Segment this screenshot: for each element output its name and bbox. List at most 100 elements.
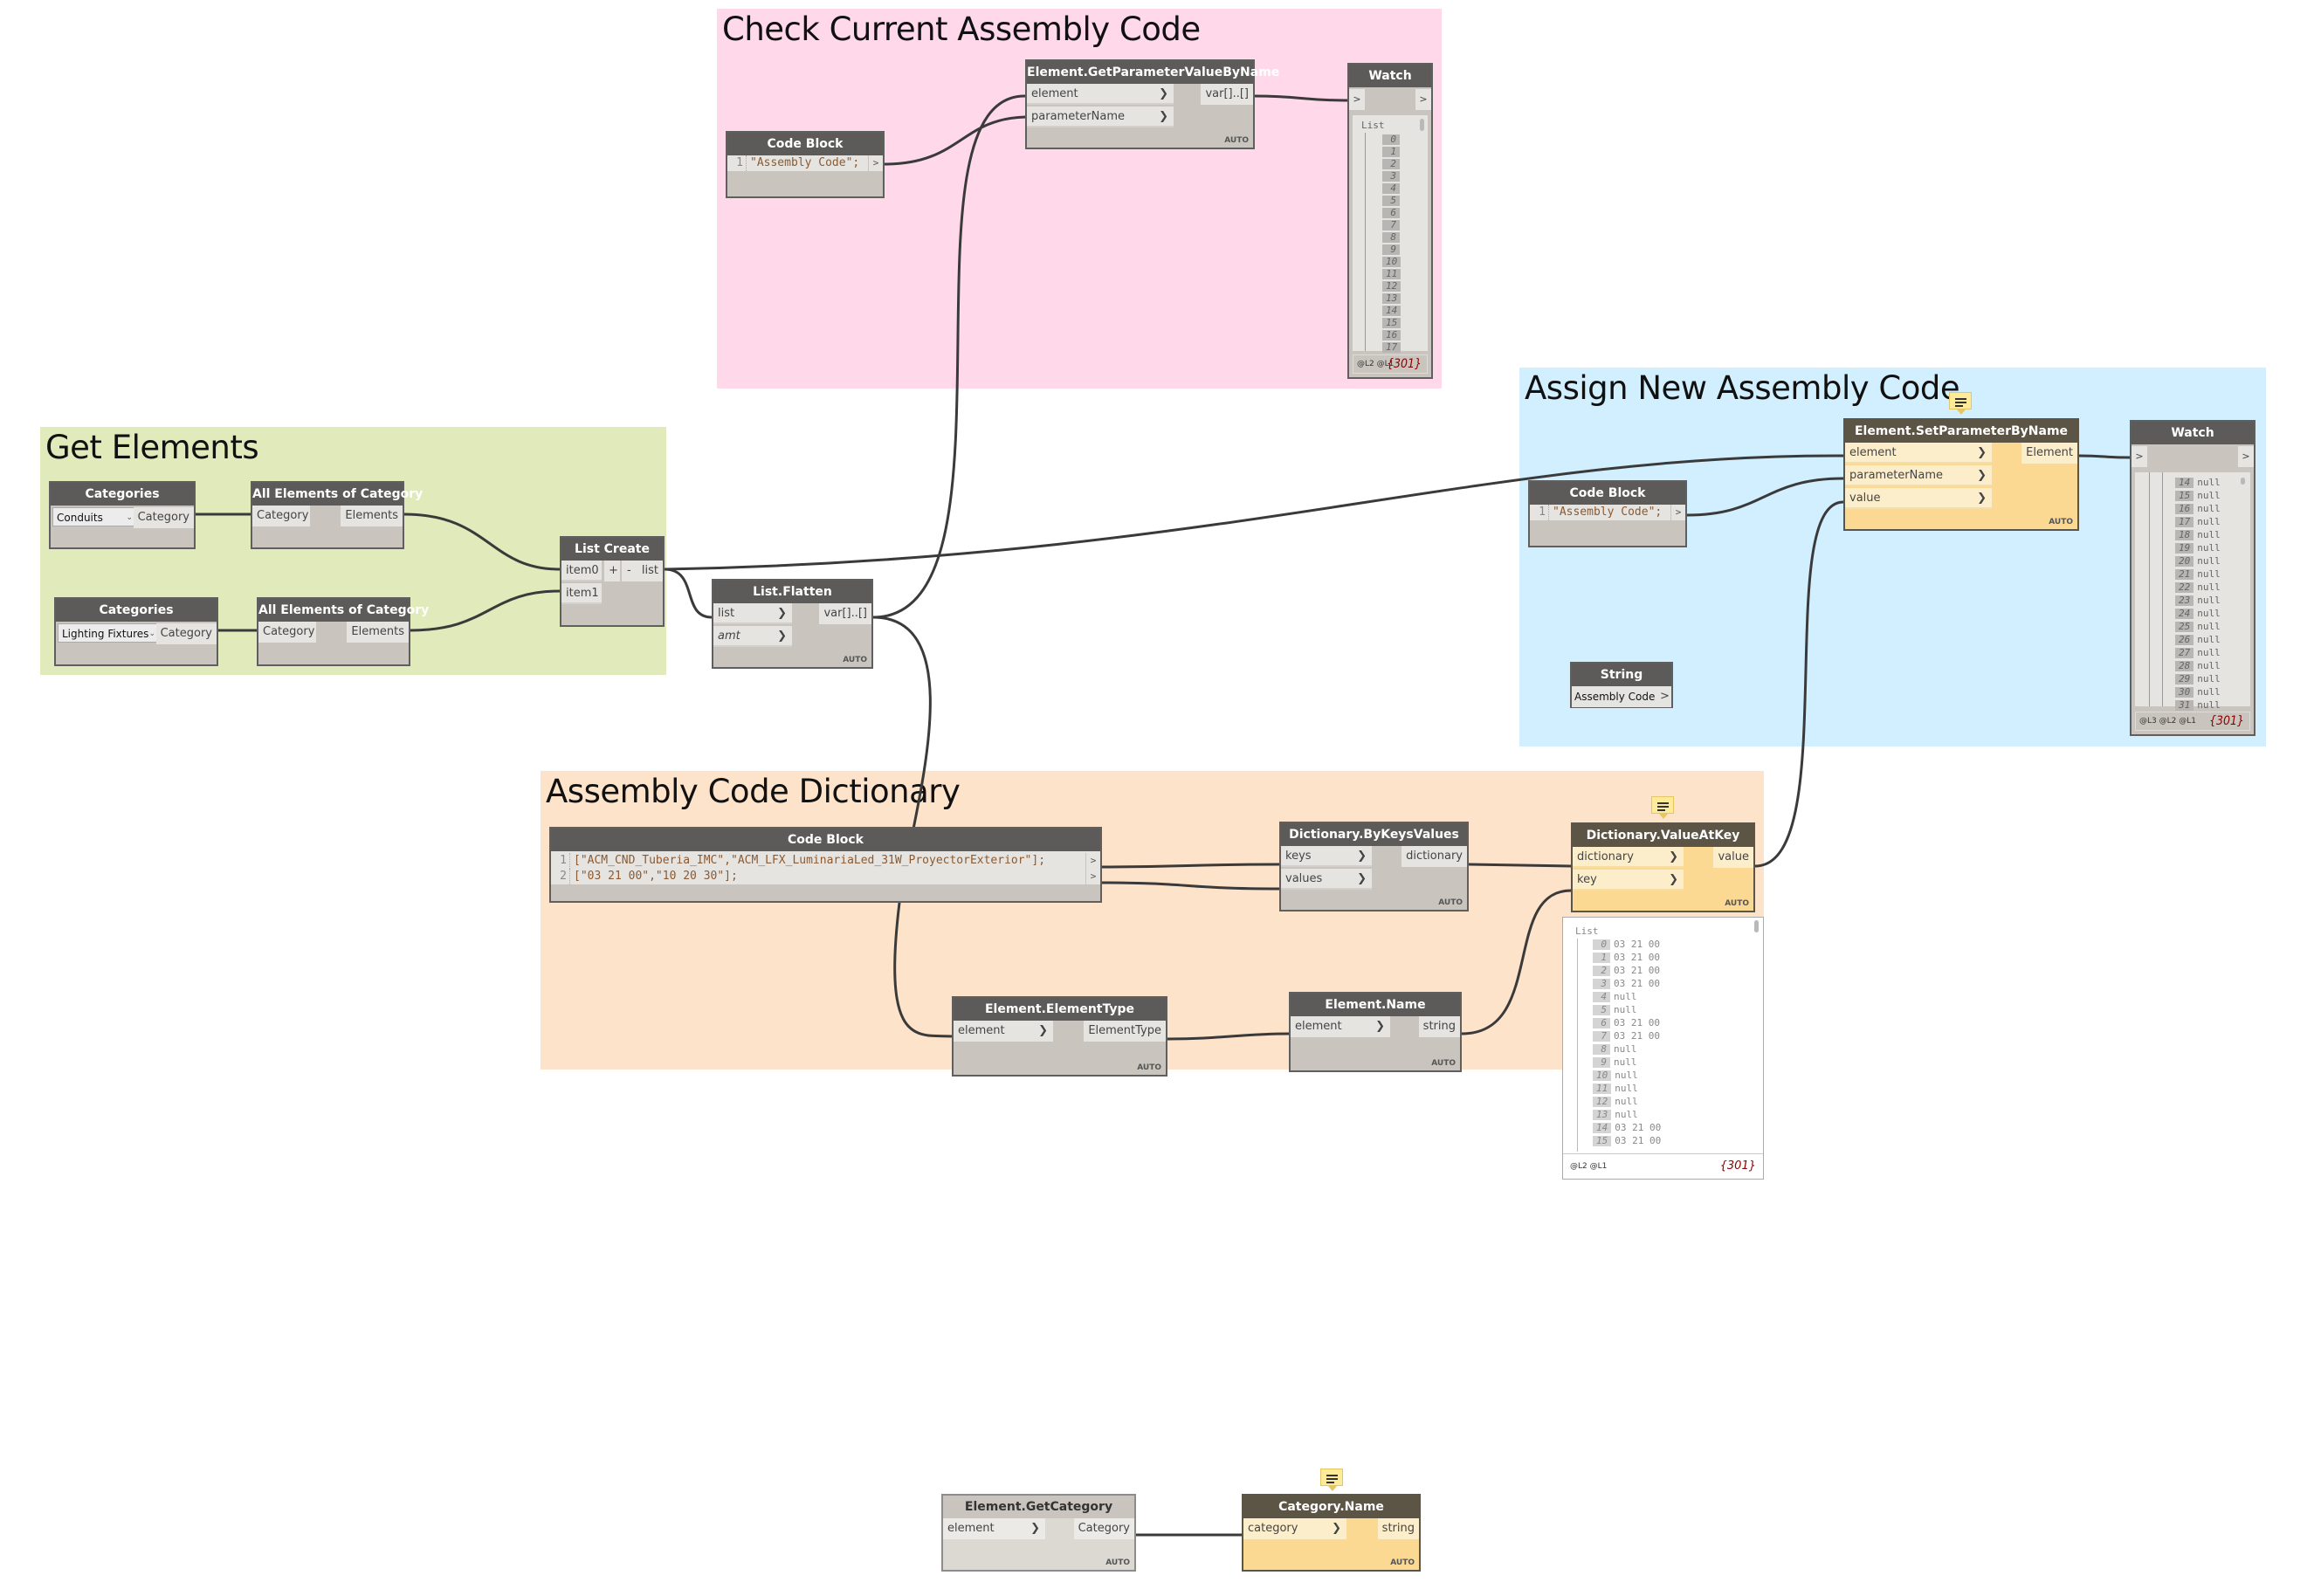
input-port-dictionary[interactable]: dictionary❯ [1573, 847, 1684, 868]
scrollbar[interactable] [2241, 478, 2245, 485]
category-dropdown[interactable]: Lighting Fixtures ⌄ [58, 623, 161, 643]
all-elements-of-category-node-2[interactable]: All Elements of Category Category Elemen… [257, 597, 429, 666]
output-port-value[interactable]: value [1713, 847, 1753, 868]
list-create-node[interactable]: List Create item0 item1 + - list [560, 536, 665, 627]
category-name-node[interactable]: Category.Name category❯ string AUTO [1242, 1494, 1421, 1572]
node-title: Code Block [551, 829, 1100, 851]
dictionary-by-keys-values-node[interactable]: Dictionary.ByKeysValues keys❯ values❯ di… [1279, 822, 1469, 912]
list-index: 30 [2175, 687, 2194, 698]
all-elements-of-category-node-1[interactable]: All Elements of Category Category Elemen… [251, 481, 423, 549]
input-port-key[interactable]: key❯ [1573, 870, 1684, 891]
input-port[interactable]: > [1349, 89, 1365, 110]
output-port-category[interactable]: Category [133, 507, 194, 528]
output-port-var[interactable]: var[]..[] [819, 603, 871, 624]
categories-node-1[interactable]: Categories Conduits ⌄ Category [49, 481, 196, 549]
output-port-elements[interactable]: Elements [347, 622, 409, 643]
input-port-category[interactable]: category❯ [1243, 1518, 1346, 1539]
list-index: 15 [2175, 491, 2194, 501]
string-input-field[interactable]: Assembly Code [1572, 686, 1656, 707]
input-port-value[interactable]: value❯ [1845, 488, 1992, 509]
code-editor[interactable]: 1"Assembly Code";> [727, 155, 883, 171]
category-dropdown[interactable]: Conduits ⌄ [52, 507, 138, 526]
code-editor[interactable]: 1"Assembly Code";> [1530, 505, 1685, 520]
code-block-node-check[interactable]: Code Block 1"Assembly Code";> [726, 131, 885, 198]
add-input-button[interactable]: + [604, 561, 620, 581]
input-port-parametername[interactable]: parameterName❯ [1027, 107, 1174, 127]
output-port-category[interactable]: Category [155, 623, 217, 644]
list-value: 03 21 00 [1614, 1017, 1660, 1028]
input-port-category[interactable]: Category [252, 506, 310, 526]
output-port-2[interactable]: > [1085, 869, 1100, 884]
input-port-category[interactable]: Category [258, 622, 316, 643]
output-port[interactable]: > [1415, 89, 1431, 110]
list-item: 16 [1382, 330, 1404, 341]
output-port[interactable]: > [1656, 686, 1671, 707]
output-port-element[interactable]: Element [2021, 443, 2077, 464]
scrollbar[interactable] [1754, 920, 1759, 932]
output-port-string[interactable]: string [1377, 1518, 1419, 1539]
comment-icon[interactable] [1949, 392, 1972, 415]
code-block-node-assign[interactable]: Code Block 1"Assembly Code";> [1528, 480, 1687, 547]
categories-node-2[interactable]: Categories Lighting Fixtures ⌄ Category [54, 597, 218, 666]
get-parameter-value-by-name-node[interactable]: Element.GetParameterValueByName element❯… [1025, 59, 1279, 149]
code-text: ["03 21 00","10 20 30"]; [574, 870, 738, 883]
list-index: 23 [2175, 595, 2194, 606]
input-port-element[interactable]: element❯ [954, 1021, 1053, 1042]
comment-icon[interactable] [1320, 1469, 1343, 1491]
element-name-node[interactable]: Element.Name element❯ string AUTO [1289, 992, 1462, 1072]
list-index: 27 [2175, 648, 2194, 658]
output-port-elementtype[interactable]: ElementType [1084, 1021, 1166, 1042]
input-port-item0[interactable]: item0 [561, 561, 602, 581]
input-port-amt[interactable]: amt❯ [713, 626, 792, 647]
output-port[interactable]: > [1670, 505, 1685, 520]
input-port-keys[interactable]: keys❯ [1281, 846, 1372, 867]
code-block-node-dictionary[interactable]: Code Block 1["ACM_CND_Tuberia_IMC","ACM_… [549, 827, 1102, 903]
output-port-1[interactable]: > [1085, 853, 1100, 869]
string-node[interactable]: String Assembly Code > [1570, 662, 1673, 708]
output-port[interactable]: > [868, 155, 883, 171]
list-index: 4 [1382, 183, 1400, 194]
lacing-label: AUTO [843, 656, 867, 664]
node-title: Categories [51, 483, 194, 506]
remove-input-button[interactable]: - [622, 561, 637, 581]
element-elementtype-node[interactable]: Element.ElementType element❯ ElementType… [952, 996, 1167, 1077]
input-port-element[interactable]: element❯ [1291, 1016, 1390, 1037]
input-port[interactable]: > [2131, 446, 2147, 467]
dictionary-value-at-key-node[interactable]: Dictionary.ValueAtKey dictionary❯ key❯ v… [1571, 822, 1755, 912]
scrollbar[interactable] [1420, 119, 1424, 131]
output-port[interactable]: > [2238, 446, 2254, 467]
input-port-element[interactable]: element❯ [943, 1518, 1045, 1539]
input-port-values[interactable]: values❯ [1281, 869, 1372, 890]
output-port-dictionary[interactable]: dictionary [1401, 846, 1467, 867]
input-port-element[interactable]: element❯ [1027, 84, 1174, 105]
output-port-elements[interactable]: Elements [341, 506, 403, 526]
set-parameter-by-name-node[interactable]: Element.SetParameterByName element❯ para… [1843, 418, 2079, 531]
output-port-var[interactable]: var[]..[] [1201, 84, 1253, 105]
watch-footer: @L2 @L1{301} [1353, 354, 1428, 374]
input-port-list[interactable]: list❯ [713, 603, 792, 624]
code-editor[interactable]: 1["ACM_CND_Tuberia_IMC","ACM_LFX_Luminar… [551, 851, 1100, 884]
level-labels: @L2 @L1 [1357, 360, 1395, 368]
line-number: 1 [727, 155, 747, 171]
output-port-string[interactable]: string [1418, 1016, 1460, 1037]
input-port-item1[interactable]: item1 [561, 583, 602, 604]
output-port-list[interactable]: list [637, 561, 663, 581]
comment-icon[interactable] [1651, 796, 1674, 819]
list-item: 0 [1382, 134, 1403, 145]
input-port-element[interactable]: element❯ [1845, 443, 1992, 464]
element-getcategory-node[interactable]: Element.GetCategory element❯ Category AU… [941, 1494, 1136, 1572]
list-flatten-node[interactable]: List.Flatten list❯ amt❯ var[]..[] AUTO [712, 579, 873, 669]
output-port-category[interactable]: Category [1073, 1518, 1134, 1539]
input-port-parametername[interactable]: parameterName❯ [1845, 465, 1992, 486]
tree-line [1365, 133, 1366, 351]
